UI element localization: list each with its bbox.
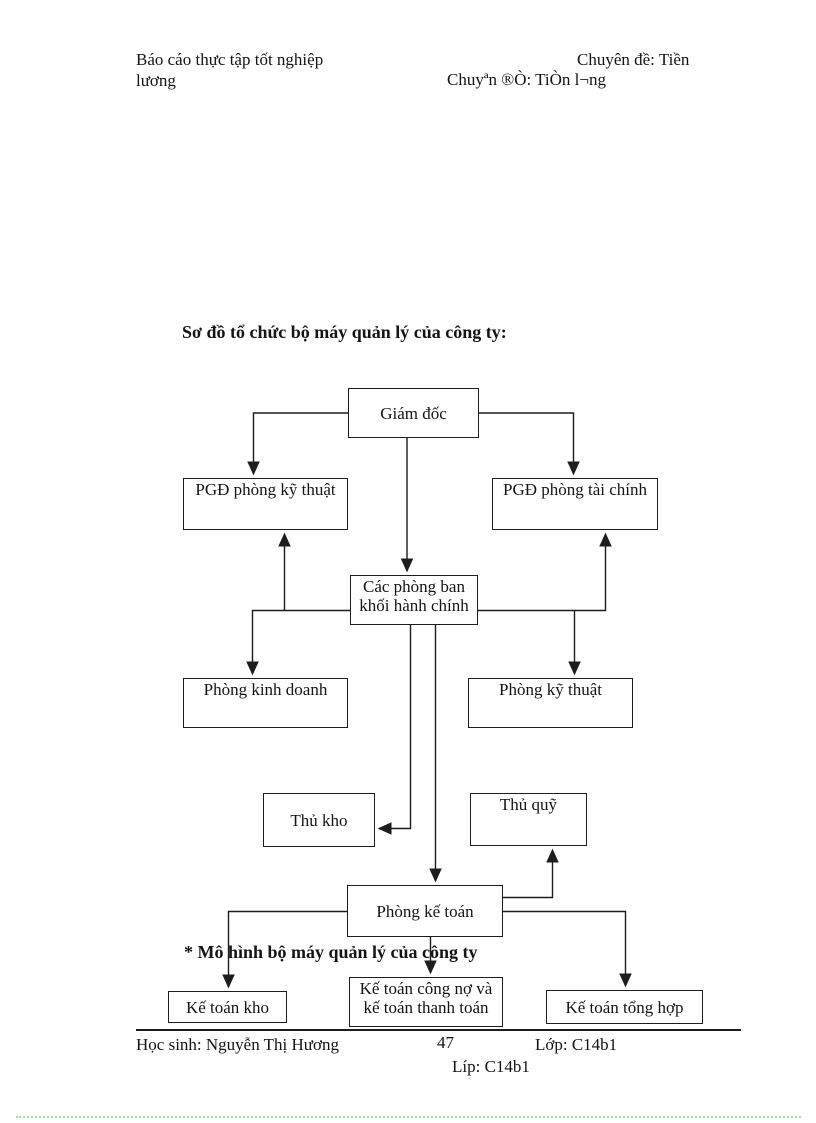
node-label: Phòng kế toán xyxy=(376,901,474,921)
node-label: PGĐ phòng kỹ thuật xyxy=(195,480,336,499)
node-pgd-ky-thuat: PGĐ phòng kỹ thuật xyxy=(183,478,348,530)
node-thu-kho: Thủ kho xyxy=(263,793,375,847)
connector-giamdoc-to-pgdtc xyxy=(478,412,580,476)
footer-student: Học sinh: Nguyễn Thị Hương xyxy=(136,1035,339,1054)
header-left-line1: Báo cáo thực tập tốt nghiệp xyxy=(136,50,324,69)
connector-pktoan-to-thuquy xyxy=(503,848,559,899)
connector-cpb-to-thukho xyxy=(377,624,412,835)
model-caption: * Mô hình bộ máy quản lý của công ty xyxy=(184,942,478,962)
node-giam-doc: Giám đốc xyxy=(348,388,479,438)
node-label: Thủ kho xyxy=(290,810,348,830)
node-ke-toan-cong-no: Kế toán công nợ và kế toán thanh toán xyxy=(349,977,503,1027)
node-ke-toan-tong-hop: Kế toán tổng hợp xyxy=(546,990,703,1024)
node-label: Phòng kinh doanh xyxy=(203,680,328,699)
connector-cpb-to-pgdtc xyxy=(478,532,612,612)
node-pgd-tai-chinh: PGĐ phòng tài chính xyxy=(492,478,658,530)
connector-pktoan-to-ktkho xyxy=(222,910,348,989)
connector-pktoan-to-ktth xyxy=(503,910,632,988)
node-label: Các phòng ban khối hành chính xyxy=(359,577,469,615)
node-thu-quy: Thủ quỹ xyxy=(470,793,587,846)
node-label: Thủ quỹ xyxy=(499,795,558,814)
node-cac-phong-ban: Các phòng ban khối hành chính xyxy=(350,575,478,625)
node-ke-toan-kho: Kế toán kho xyxy=(168,991,287,1023)
connector-cpb-to-pkd xyxy=(246,609,350,676)
section-title: Sơ đồ tổ chức bộ máy quản lý của công ty… xyxy=(182,322,507,342)
footer-page-number: 47 xyxy=(437,1033,454,1052)
footer-rule xyxy=(136,1029,741,1031)
node-label: Phòng kỹ thuật xyxy=(499,680,602,699)
header-left-line2: lương xyxy=(136,71,176,90)
header-right-line1: Chuyên đề: Tiền xyxy=(577,50,690,69)
node-label: PGĐ phòng tài chính xyxy=(502,480,648,499)
node-phong-ky-thuat: Phòng kỹ thuật xyxy=(468,678,633,728)
node-label: Giám đốc xyxy=(380,403,447,423)
node-label: Kế toán tổng hợp xyxy=(565,997,684,1017)
node-label: Kế toán công nợ và kế toán thanh toán xyxy=(359,979,493,1017)
connector-giamdoc-to-pgdkt xyxy=(247,412,348,476)
node-phong-kinh-doanh: Phòng kinh doanh xyxy=(183,678,348,728)
header-right-line2: Chuyªn ®Ò: TiÒn l¬ng xyxy=(447,70,606,89)
footer-class-line2: Líp: C14b1 xyxy=(452,1057,530,1076)
footer-class-line1: Lớp: C14b1 xyxy=(535,1035,618,1054)
node-phong-ke-toan: Phòng kế toán xyxy=(347,885,503,937)
node-label: Kế toán kho xyxy=(185,997,270,1017)
page-bottom-dotted-border xyxy=(16,1116,801,1118)
